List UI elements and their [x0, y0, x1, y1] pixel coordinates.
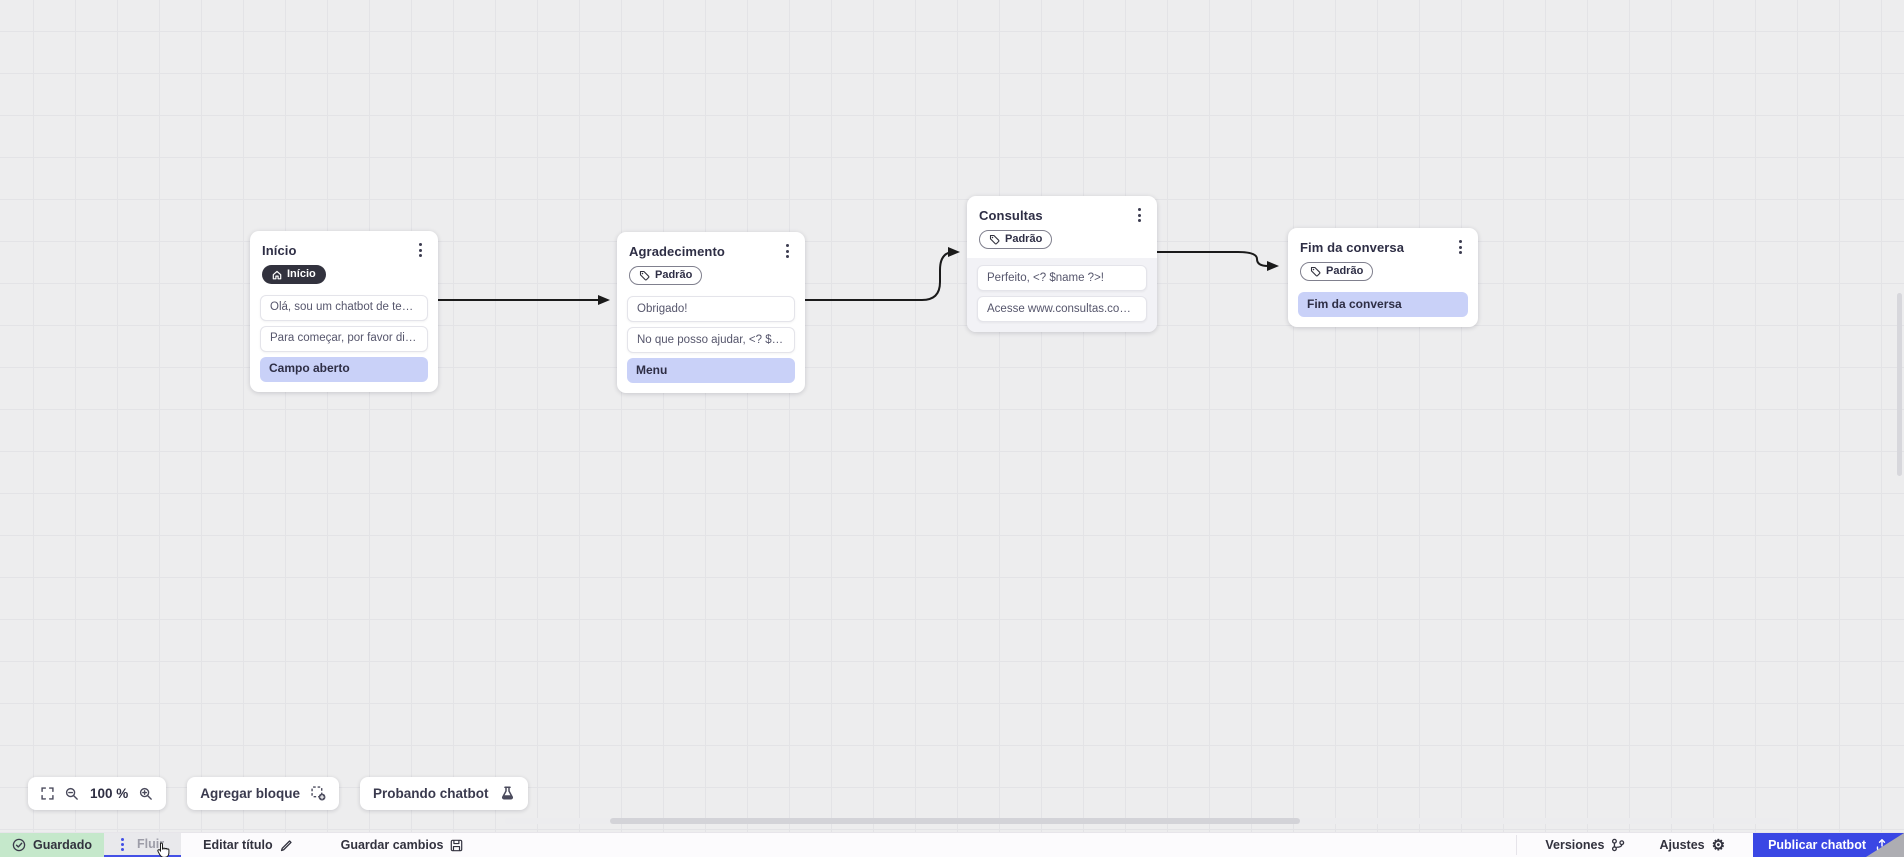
tag-icon	[639, 270, 650, 281]
block-item-message[interactable]: Para começar, por favor digite o ...	[260, 325, 428, 352]
horizontal-scrollbar-thumb[interactable]	[610, 818, 1300, 824]
canvas-controls: 100 % Agregar bloque Probando chatbot	[28, 777, 528, 810]
add-block-button[interactable]: Agregar bloque	[187, 777, 340, 810]
node-title: Fim da conversa	[1300, 239, 1405, 255]
versions-branch-icon	[1612, 838, 1625, 852]
block-item-action[interactable]: Menu	[627, 358, 795, 384]
node-title: Consultas	[979, 207, 1043, 223]
corner-wedge	[1866, 833, 1904, 857]
flow-node-agradecimento[interactable]: Agradecimento Padrão Obrigado! No que po…	[617, 232, 805, 394]
settings-button[interactable]: Ajustes ⚙	[1659, 836, 1726, 854]
statusbar-divider	[1516, 835, 1518, 855]
versions-button[interactable]: Versiones	[1527, 833, 1643, 857]
zoom-toolbar: 100 %	[28, 777, 167, 810]
home-icon	[272, 270, 282, 279]
node-badge: Início	[262, 265, 326, 284]
statusbar-right-group: Versiones Ajustes ⚙ Publicar chatbot	[1516, 833, 1904, 857]
block-item-message[interactable]: Obrigado!	[627, 296, 795, 323]
flow-node-fim-da-conversa[interactable]: Fim da conversa Padrão Fim da conversa	[1288, 228, 1478, 327]
fit-screen-icon[interactable]	[41, 787, 54, 800]
node-badge: Padrão	[979, 230, 1053, 249]
node-badge: Padrão	[1300, 262, 1374, 281]
pencil-icon	[280, 839, 292, 851]
node-menu-button[interactable]	[1455, 238, 1466, 256]
save-icon	[451, 839, 463, 851]
saved-status-badge: Guardado	[0, 833, 105, 857]
save-changes-button[interactable]: Guardar cambios	[329, 833, 476, 857]
zoom-in-icon[interactable]	[139, 787, 153, 801]
zoom-out-icon[interactable]	[65, 787, 79, 801]
node-menu-button[interactable]	[1134, 206, 1145, 224]
flow-node-consultas[interactable]: Consultas Padrão Perfeito, <? $name ?>! …	[967, 196, 1157, 333]
block-item-action[interactable]: Campo aberto	[260, 356, 428, 382]
horizontal-scrollbar[interactable]	[505, 818, 1790, 824]
node-menu-button[interactable]	[782, 242, 793, 260]
test-chatbot-button[interactable]: Probando chatbot	[360, 777, 528, 810]
tab-flow[interactable]: Fluir	[104, 833, 182, 857]
tag-icon	[989, 234, 1000, 245]
gear-icon: ⚙	[1711, 836, 1726, 854]
block-item-message[interactable]: Acesse www.consultas.com par...	[977, 296, 1147, 323]
block-item-message[interactable]: No que posso ajudar, <? $name ...	[627, 327, 795, 354]
flow-menu-button[interactable]	[121, 837, 125, 851]
flow-node-inicio[interactable]: Início Início Olá, sou um chatbot de tes…	[250, 231, 438, 392]
edit-title-button[interactable]: Editar título	[191, 833, 304, 857]
block-item-action[interactable]: Fim da conversa	[1298, 292, 1468, 317]
block-item-message[interactable]: Olá, sou um chatbot de teste!	[260, 294, 428, 321]
flask-icon	[501, 786, 513, 800]
add-block-icon	[311, 786, 326, 801]
vertical-scrollbar-thumb[interactable]	[1897, 293, 1902, 476]
tag-icon	[1310, 266, 1321, 277]
check-circle-icon	[12, 838, 26, 852]
block-item-message[interactable]: Perfeito, <? $name ?>!	[977, 265, 1147, 292]
node-menu-button[interactable]	[415, 241, 426, 259]
node-title: Agradecimento	[629, 243, 725, 259]
zoom-level: 100 %	[90, 786, 129, 801]
status-bar: Guardado Fluir Editar título Guardar cam…	[0, 832, 1904, 857]
node-badge: Padrão	[629, 266, 703, 285]
node-title: Início	[262, 242, 297, 258]
